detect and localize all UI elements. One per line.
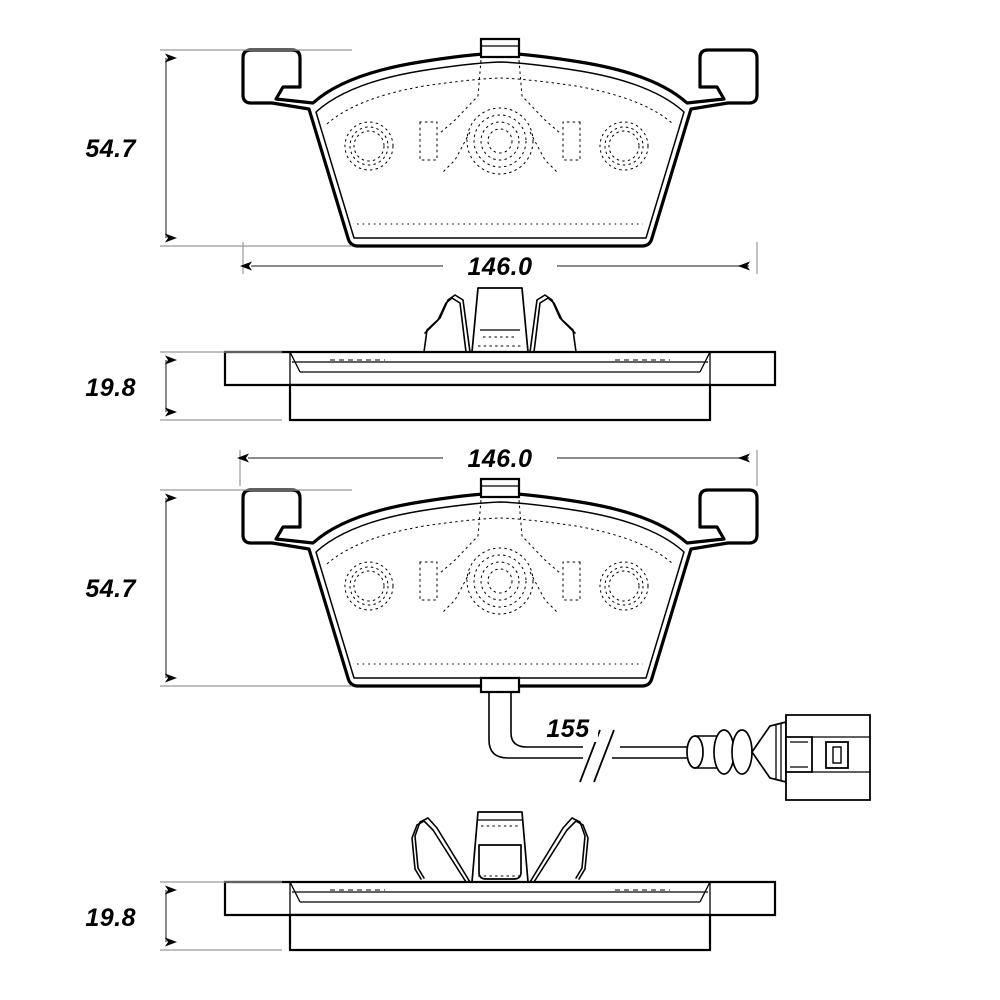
wear-sensor-connector (785, 714, 871, 801)
friction-material-contour (315, 61, 685, 239)
wear-sensor-exit-block (479, 676, 521, 694)
center-locating-tab-lower (479, 477, 521, 499)
friction-material-inner-edge-lower (326, 517, 674, 565)
friction-block-upper (288, 383, 712, 422)
dim-thickness-2-label: 19.8 (85, 904, 136, 932)
friction-material-inner-edge (326, 77, 674, 125)
backing-plate-rivet-holes-lower (344, 547, 649, 615)
lower-pad-face-view: 146.0 (85, 444, 871, 801)
dim-width-2: 146.0 (237, 444, 758, 486)
wear-sensor-wire-lower-edge (510, 692, 583, 748)
retaining-spring-clip-lower (411, 811, 589, 883)
dim-width-1-label: 146.0 (467, 253, 532, 281)
dim-width-2-label: 146.0 (467, 445, 532, 473)
lower-pad-edge-view: 19.8 (85, 811, 777, 952)
dim-height-1-label: 54.7 (85, 135, 136, 163)
dim-sensor-length-label: 155 (546, 715, 590, 743)
wear-sensor-assembly: 155 (479, 676, 871, 801)
upper-pad-edge-view: 19.8 (85, 287, 777, 422)
dim-sensor-length: 155 (538, 712, 598, 743)
dim-height-2: 54.7 (85, 489, 352, 687)
backing-plate-strip-upper (223, 350, 777, 387)
dim-thickness-2: 19.8 (85, 881, 282, 951)
dim-height-1: 54.7 (85, 49, 352, 247)
wire-ferrule (686, 735, 722, 769)
friction-block-lower (288, 913, 712, 952)
dim-height-2-label: 54.7 (85, 575, 136, 603)
dim-thickness-1: 19.8 (85, 351, 282, 421)
dim-width-1: 146.0 (240, 242, 758, 281)
center-boss-hidden-outline-lower (419, 499, 581, 613)
center-locating-tab (479, 37, 521, 59)
backing-plate-rivet-holes (344, 107, 649, 175)
wear-sensor-wire-upper-edge (488, 692, 583, 759)
upper-pad-face-view: 54.7 146.0 (85, 37, 759, 281)
friction-material-contour-lower (315, 501, 685, 679)
backing-plate-strip-lower (223, 880, 777, 917)
dim-thickness-1-label: 19.8 (85, 374, 136, 402)
center-boss-hidden-outline (419, 59, 581, 173)
